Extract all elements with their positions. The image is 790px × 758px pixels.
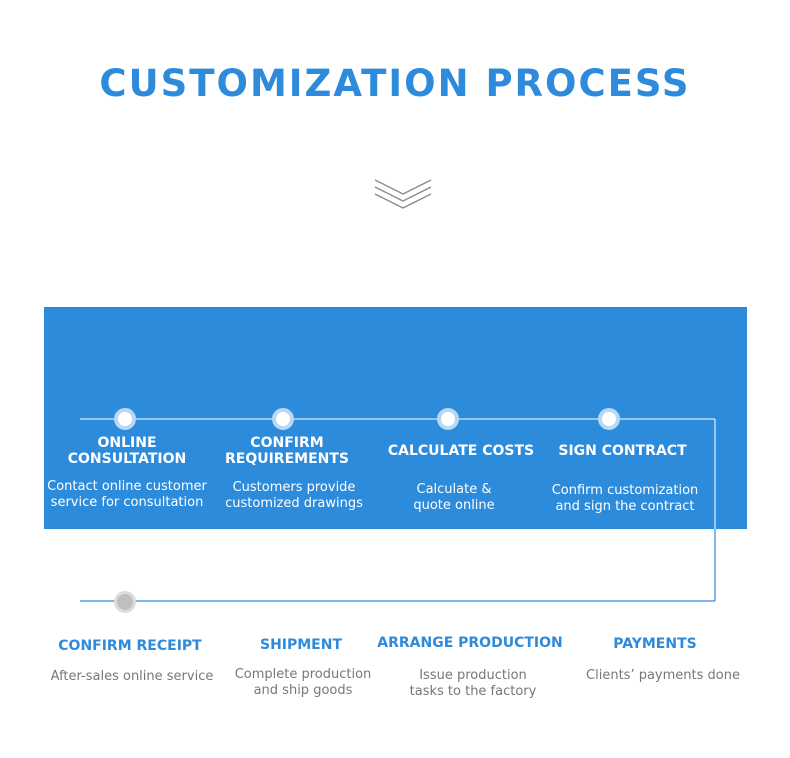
step-title: PAYMENTS bbox=[613, 636, 697, 652]
step-description: Customers provide customized drawings bbox=[225, 480, 363, 511]
step-node-confirm-requirements bbox=[272, 408, 294, 430]
step-title: ARRANGE PRODUCTION bbox=[377, 635, 563, 651]
step-title: CONFIRM RECEIPT bbox=[58, 638, 202, 654]
step-description: Contact online customer service for cons… bbox=[47, 479, 207, 510]
step-description: Issue production tasks to the factory bbox=[409, 668, 537, 699]
step-description: Clients’ payments done bbox=[586, 668, 740, 683]
step-node-calculate-costs bbox=[437, 408, 459, 430]
page-title: CUSTOMIZATION PROCESS bbox=[99, 62, 691, 105]
step-node-sign-contract bbox=[598, 408, 620, 430]
triple-chevron-down-icon bbox=[374, 179, 432, 209]
process-panel bbox=[44, 307, 747, 529]
step-node-online-consultation bbox=[114, 408, 136, 430]
step-title: SHIPMENT bbox=[259, 637, 343, 653]
step-description: Complete production and ship goods bbox=[234, 667, 372, 698]
step-node-confirm-receipt bbox=[114, 591, 136, 613]
step-description: Confirm customization and sign the contr… bbox=[551, 483, 699, 514]
step-title: SIGN CONTRACT bbox=[558, 443, 687, 459]
step-title: ONLINE CONSULTATION bbox=[67, 435, 187, 467]
step-title: CONFIRM REQUIREMENTS bbox=[224, 435, 349, 467]
step-description: Calculate & quote online bbox=[413, 482, 495, 513]
step-title: CALCULATE COSTS bbox=[387, 443, 535, 459]
step-description: After-sales online service bbox=[50, 669, 214, 684]
